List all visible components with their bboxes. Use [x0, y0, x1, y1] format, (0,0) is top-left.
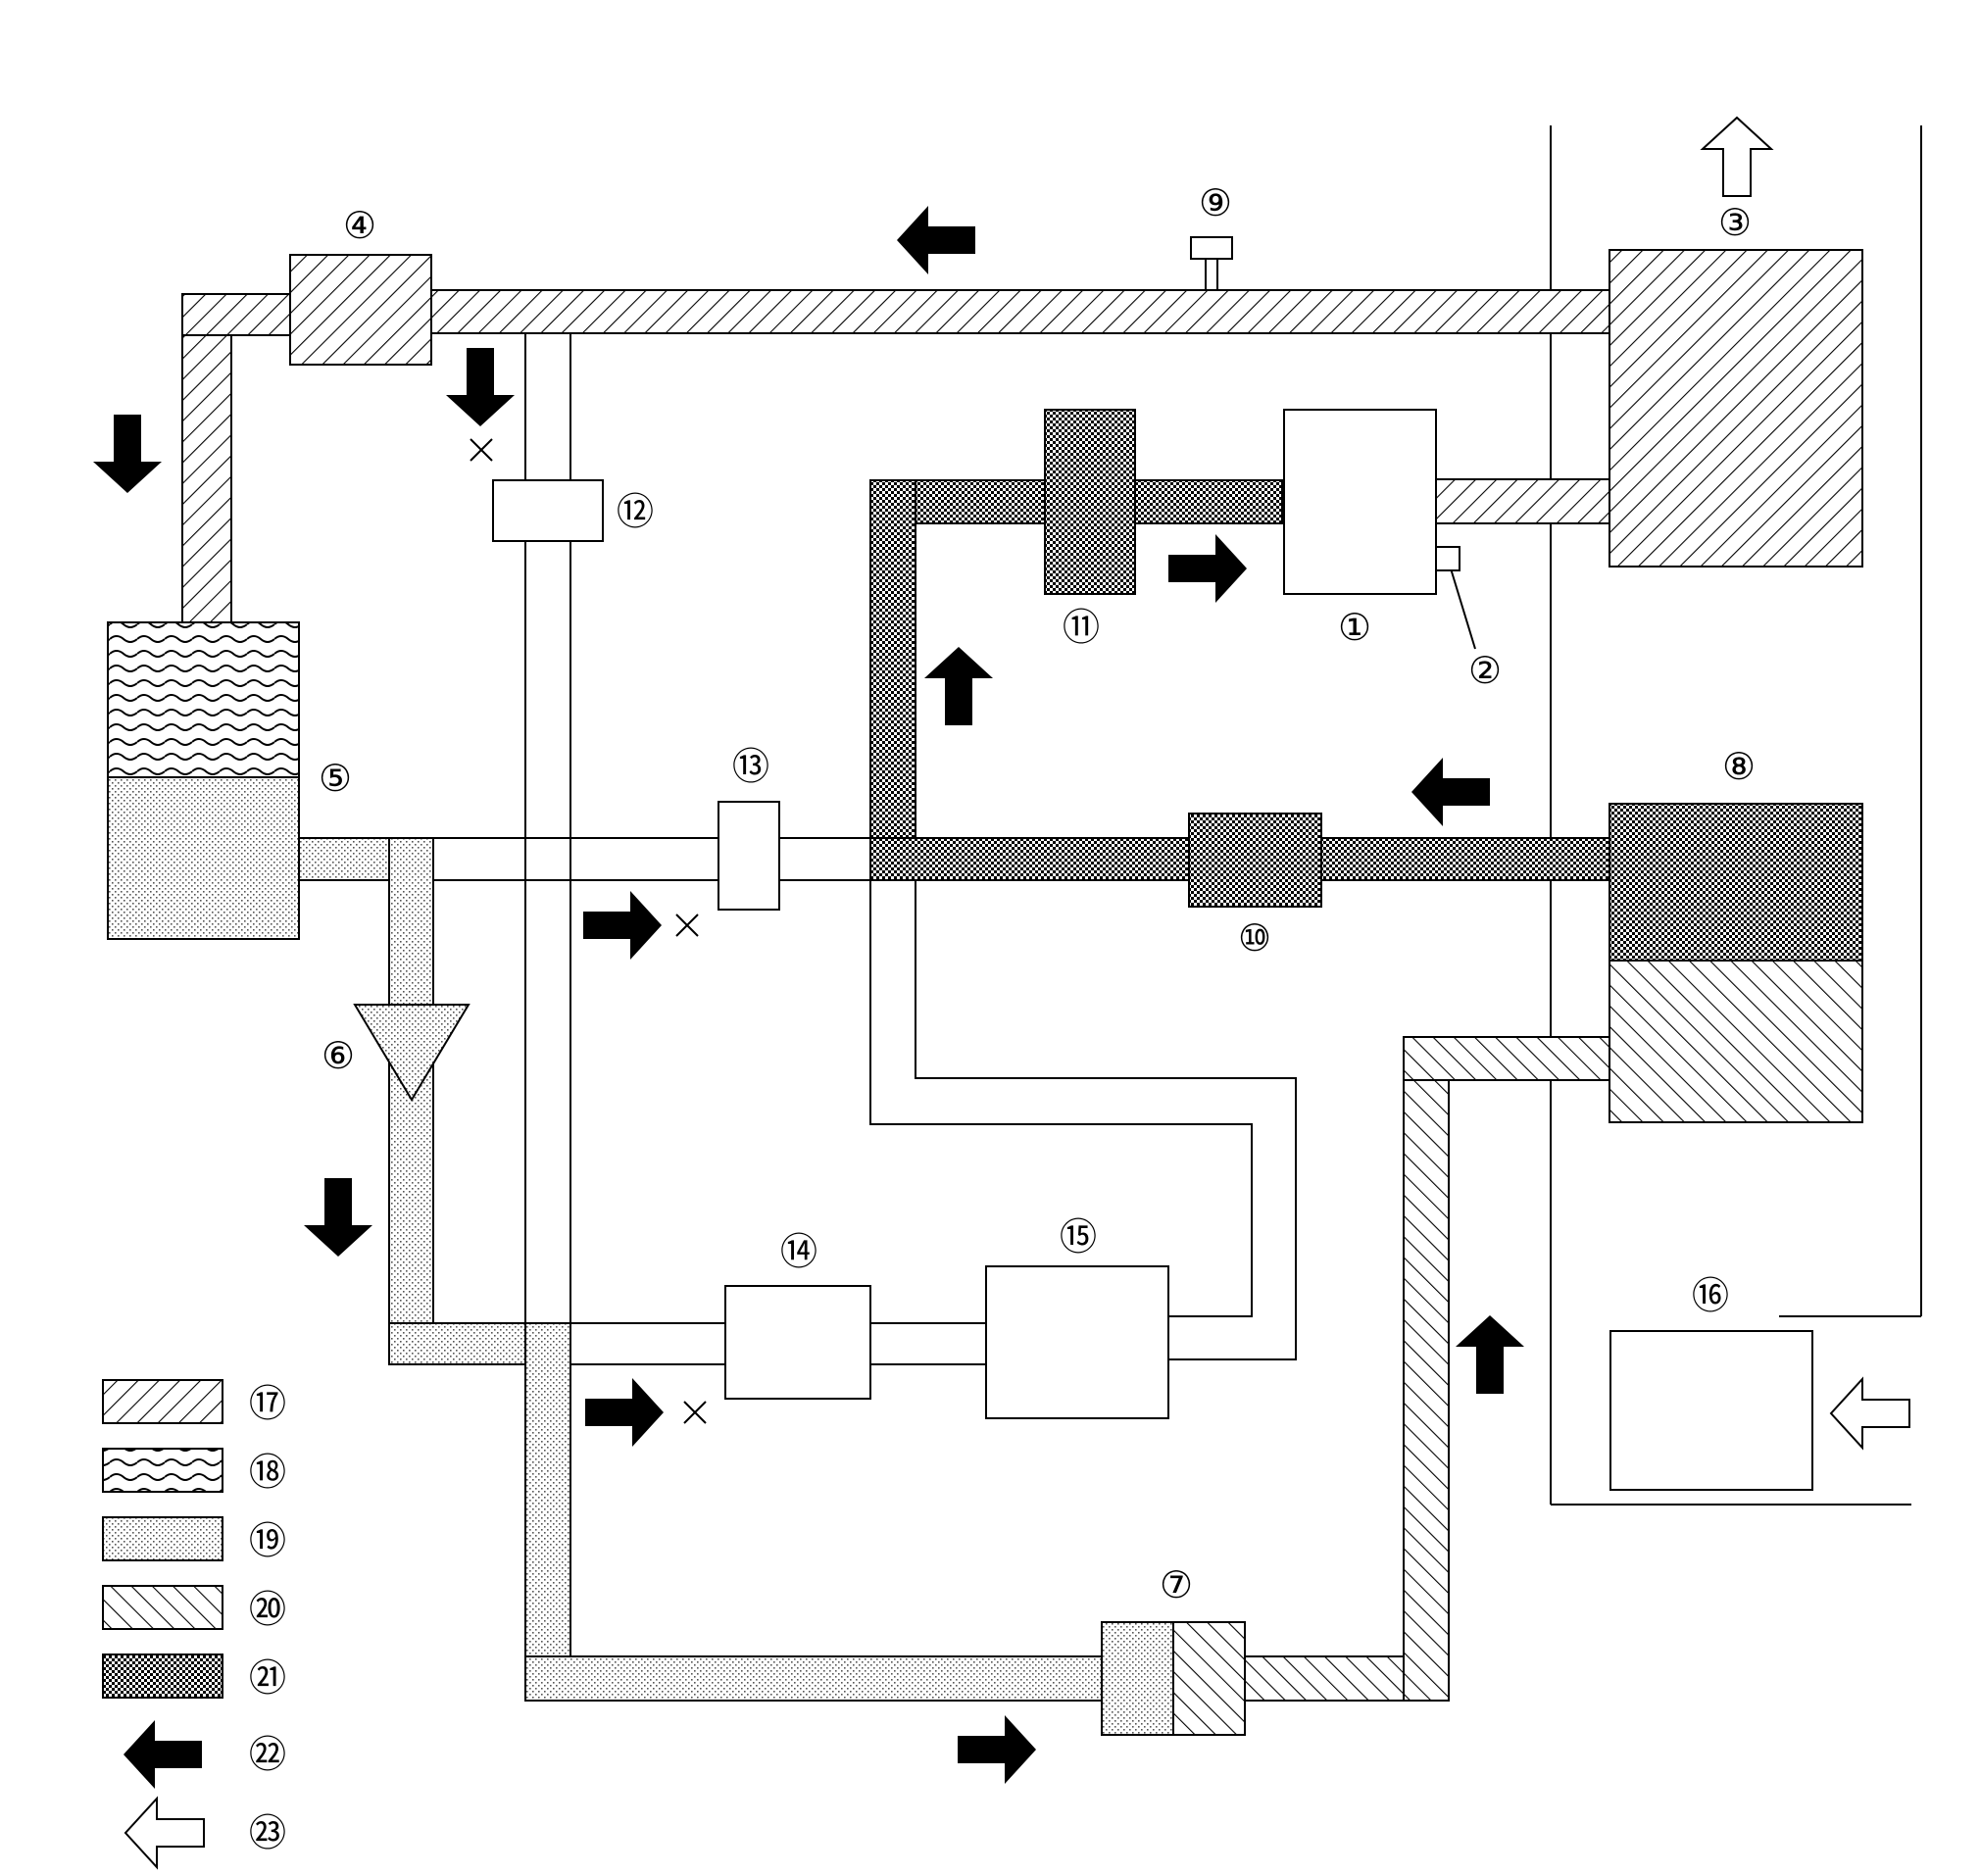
arrow-icon	[304, 1178, 372, 1257]
component-7-right	[1172, 1621, 1246, 1736]
pipes-20	[1244, 1036, 1610, 1702]
arrow-icon	[446, 348, 515, 426]
legend-swatch-19	[102, 1516, 223, 1561]
label-12: ⑫	[617, 490, 654, 533]
component-8-top	[1609, 803, 1863, 962]
component-14	[724, 1285, 871, 1400]
legend-label-17: ⑰	[249, 1382, 286, 1425]
legend-label-23: ㉓	[249, 1811, 286, 1854]
arrow-icon	[583, 891, 662, 960]
label-9: ⑨	[1199, 181, 1232, 224]
legend-label-18: ⑱	[249, 1451, 286, 1494]
closed-marks	[470, 438, 707, 1424]
legend-swatch-21	[102, 1654, 223, 1699]
label-10: ⑩	[1238, 916, 1271, 960]
legend-swatch-20	[102, 1585, 223, 1630]
legend-swatch-18	[102, 1448, 223, 1493]
legend-label-19: ⑲	[249, 1519, 286, 1562]
label-3: ③	[1718, 201, 1752, 244]
components	[107, 236, 1863, 1736]
component-1	[1283, 409, 1437, 595]
legend	[102, 1379, 223, 1868]
pipes-17	[181, 289, 1610, 623]
component-3	[1609, 249, 1863, 568]
arrow-icon	[1168, 534, 1247, 603]
legend-outline-arrow-icon	[124, 1798, 205, 1868]
component-16	[1609, 1330, 1813, 1491]
legend-swatch-17	[102, 1379, 223, 1424]
legend-label-22: ㉒	[249, 1733, 286, 1776]
label-15: ⑮	[1060, 1215, 1097, 1259]
label-4: ④	[343, 204, 376, 247]
component-9	[1190, 236, 1233, 260]
component-15	[985, 1265, 1169, 1419]
component-10	[1188, 813, 1322, 908]
outline-arrow-icon	[1702, 117, 1772, 197]
arrow-icon	[93, 415, 162, 493]
legend-label-20: ⑳	[249, 1588, 286, 1631]
component-11	[1044, 409, 1136, 595]
outline-arrow-icon	[1830, 1378, 1910, 1449]
arrow-icon	[1411, 758, 1490, 826]
arrow-icon	[585, 1378, 664, 1447]
component-13	[718, 801, 780, 911]
pipes-19	[298, 837, 1105, 1702]
component-2	[1435, 546, 1460, 571]
component-8-bottom	[1609, 960, 1863, 1123]
component-7-left	[1101, 1621, 1174, 1736]
arrow-icon	[924, 647, 993, 725]
legend-label-21: ㉑	[249, 1656, 286, 1700]
arrow-icon	[1456, 1315, 1524, 1394]
arrow-icon	[958, 1715, 1036, 1784]
component-5-bottom	[107, 776, 300, 940]
label-7: ⑦	[1160, 1563, 1193, 1606]
label-1: ①	[1338, 606, 1371, 649]
component-6	[353, 1004, 470, 1102]
label-8: ⑧	[1722, 745, 1756, 788]
legend-labels: ⑰ ⑱ ⑲ ⑳ ㉑ ㉒ ㉓	[249, 1382, 286, 1854]
label-5: ⑤	[319, 757, 352, 800]
arrow-icon	[897, 206, 975, 274]
legend-filled-arrow-icon	[124, 1720, 202, 1789]
component-4	[289, 254, 432, 366]
label-16: ⑯	[1692, 1274, 1729, 1317]
label-13: ⑬	[732, 745, 769, 788]
label-2: ②	[1468, 649, 1502, 692]
component-12	[492, 479, 604, 542]
component-5-top	[107, 621, 300, 778]
component-labels: ① ② ③ ④ ⑤ ⑥ ⑦ ⑧ ⑨ ⑩ ⑪ ⑫ ⑬ ⑭ ⑮ ⑯	[319, 181, 1756, 1606]
label-14: ⑭	[780, 1230, 817, 1273]
label-11: ⑪	[1063, 606, 1100, 649]
label-6: ⑥	[322, 1034, 355, 1077]
